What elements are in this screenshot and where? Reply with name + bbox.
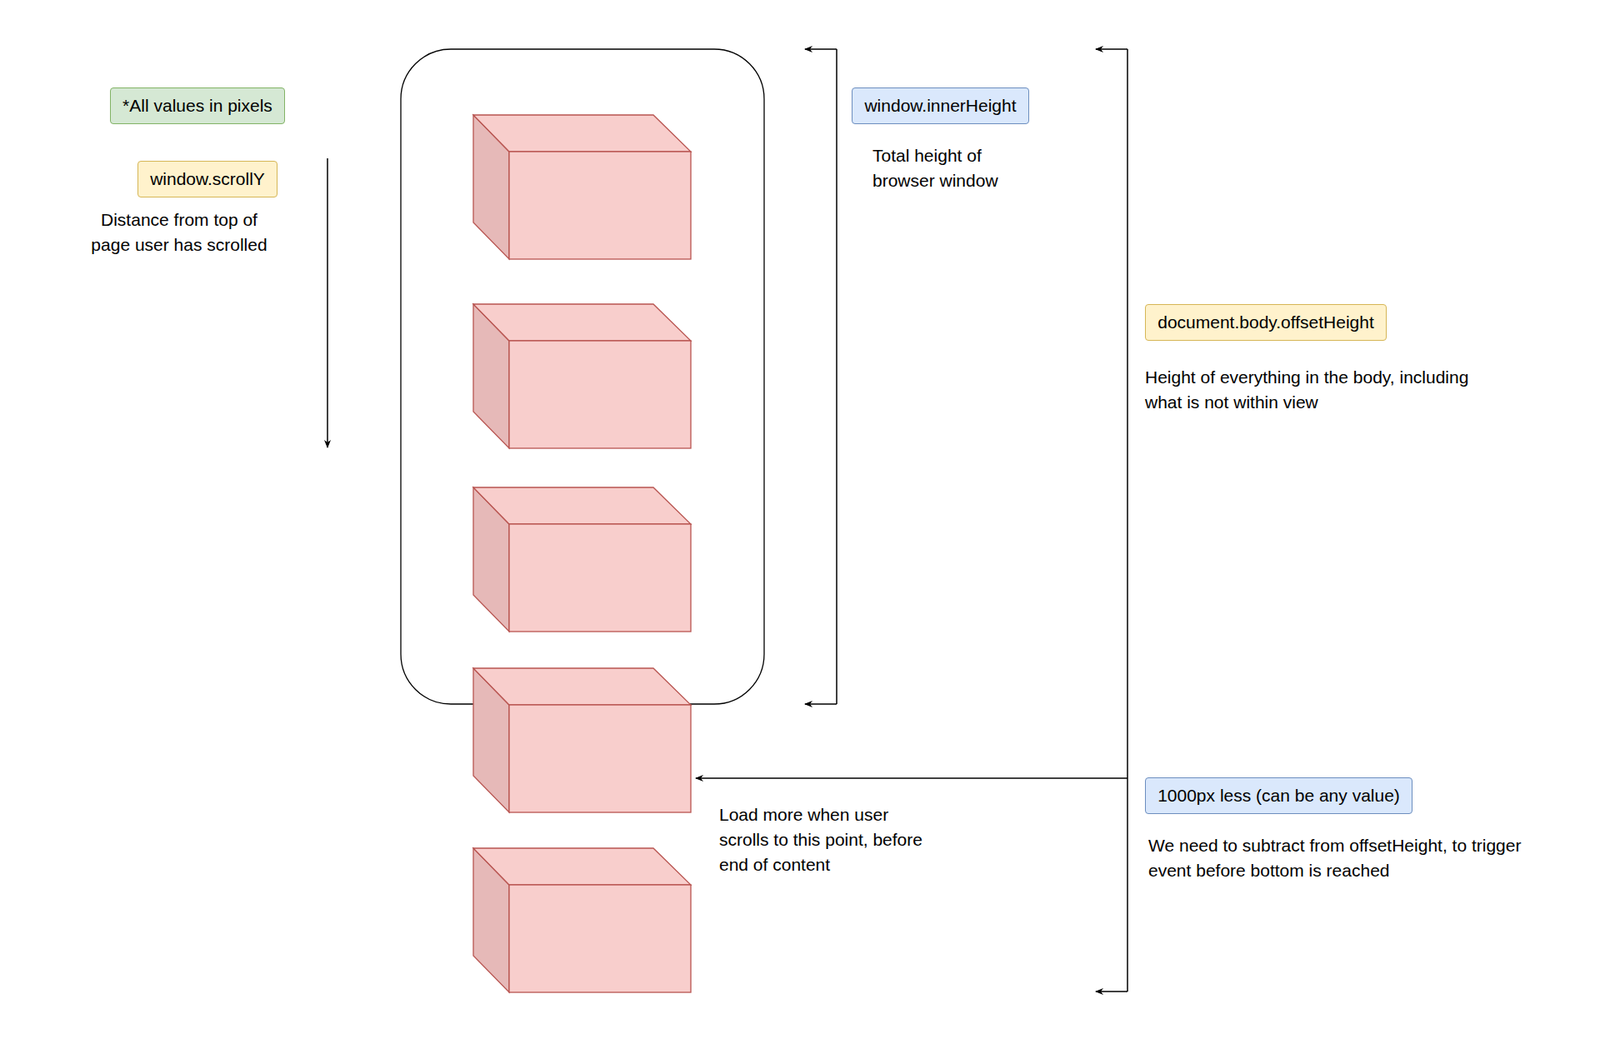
- value-tag: window.innerHeight: [851, 87, 1030, 125]
- note-text: We need to subtract from offsetHeight, t…: [1148, 833, 1565, 884]
- value-tag: document.body.offsetHeight: [1145, 304, 1387, 341]
- tag-text: window.innerHeight: [864, 95, 1016, 116]
- tag-text: *All values in pixels: [122, 95, 273, 116]
- note-text: Height of everything in the body, includ…: [1145, 365, 1479, 415]
- tag-text: document.body.offsetHeight: [1157, 311, 1375, 333]
- content-block: [473, 848, 691, 993]
- content-block: [473, 668, 691, 813]
- tag-text: 1000px less (can be any value): [1157, 785, 1400, 806]
- block-top: [473, 304, 691, 341]
- note-text: Distance from top of page user has scrol…: [79, 207, 280, 258]
- bracket-line: [1126, 49, 1129, 992]
- trigger-arrow: [695, 777, 1128, 780]
- block-front: [509, 705, 691, 813]
- block-top: [473, 115, 691, 152]
- bracket-arrow: [805, 703, 837, 705]
- content-block: [473, 115, 691, 260]
- note-text: Load more when user scrolls to this poin…: [719, 802, 938, 878]
- offset-height-bracket: [695, 49, 1128, 992]
- bracket-arrow: [805, 48, 837, 50]
- block-front: [509, 340, 691, 449]
- content-block: [473, 487, 691, 632]
- value-tag: window.scrollY: [137, 160, 278, 198]
- block-front: [509, 885, 691, 993]
- block-front: [509, 524, 691, 632]
- bracket-line: [835, 49, 838, 705]
- bracket-arrow: [1095, 48, 1128, 50]
- value-tag: *All values in pixels: [110, 87, 285, 125]
- note-text: Total height of browser window: [872, 143, 1023, 194]
- content-blocks: [473, 115, 691, 993]
- bracket-arrow: [1095, 990, 1128, 993]
- tag-text: window.scrollY: [150, 168, 265, 190]
- inner-height-bracket: [805, 49, 837, 705]
- content-block: [473, 304, 691, 449]
- block-top: [473, 487, 691, 525]
- value-tag: 1000px less (can be any value): [1145, 777, 1413, 815]
- block-front: [509, 151, 691, 260]
- scroll-arrow: [326, 158, 329, 448]
- block-top: [473, 668, 691, 705]
- browser-window-outline: [400, 49, 765, 705]
- block-top: [473, 848, 691, 885]
